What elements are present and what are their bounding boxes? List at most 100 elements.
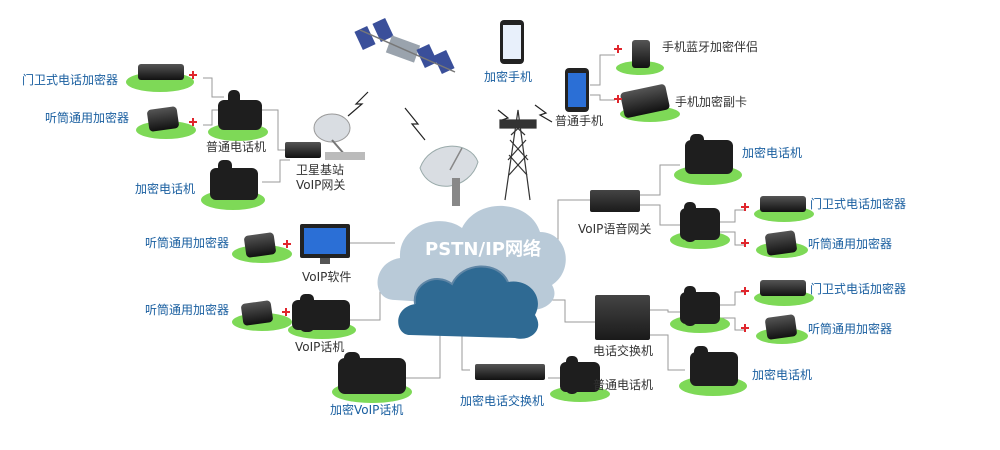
cloud-front (398, 266, 539, 339)
label-handset-encryptor-voip: 听筒通用加密器 (145, 303, 230, 317)
ordinary-phone-bottom-icon (560, 356, 600, 394)
wireless-lightning-icon (347, 91, 553, 141)
handset-encryptor-tl (147, 106, 179, 132)
plus-bt (614, 45, 622, 53)
satellite-panel-left-b (372, 17, 394, 43)
station-dish-base (325, 152, 365, 160)
plus-door-r2 (741, 287, 749, 295)
voip-phone-icon (292, 294, 350, 332)
voip-software-stand (320, 258, 330, 264)
sim-card-device (620, 84, 670, 118)
label-encrypted-pbx: 加密电话交换机 (460, 394, 545, 408)
cloud-icon (377, 205, 566, 339)
handset-encryptor-voip (241, 300, 273, 326)
handset-encryptor-r1 (765, 230, 797, 256)
dish-arm (449, 147, 463, 171)
dish-bowl (419, 145, 479, 187)
label-handset-encryptor-tl: 听筒通用加密器 (45, 111, 130, 125)
link-cloud-to-pbx (548, 299, 595, 323)
station-dish-icon (313, 113, 365, 160)
ordinary-phone-r1-icon (680, 202, 720, 242)
label-ordinary-phone-bottom: 普通电话机 (593, 378, 654, 392)
satellite-dish-icon (419, 145, 479, 206)
bt-companion-device (632, 40, 650, 68)
label-encrypted-phone-r1: 加密电话机 (742, 146, 803, 160)
link-door-encryptor-tl (203, 77, 224, 98)
link-pbx-to-encphone-r2 (650, 334, 685, 371)
telephones (210, 90, 738, 394)
station-dish-bowl (313, 113, 351, 143)
ordinary-mobile-screen (568, 73, 586, 107)
connection-lines (203, 54, 745, 379)
label-door-encryptor-r1: 门卫式电话加密器 (810, 197, 907, 211)
encrypted-phone-tl-icon (210, 160, 258, 200)
plus-sim (614, 95, 622, 103)
link-mobile-to-bt (590, 54, 615, 86)
plus-door-r1 (741, 203, 749, 211)
label-encrypted-voip-phone: 加密VoIP话机 (330, 403, 404, 417)
label-voip-gateway-r: VoIP语音网关 (578, 222, 652, 236)
link-voipgw-to-phone (640, 204, 680, 226)
handset-encryptor-sw (244, 232, 276, 258)
encrypted-pbx-box (475, 364, 545, 380)
door-encryptor-tl (138, 64, 184, 80)
plus-handset-r1 (741, 239, 749, 247)
label-voip-software: VoIP软件 (302, 270, 352, 284)
plus-door-tl (189, 71, 197, 79)
satellite-icon (354, 17, 456, 75)
label-ordinary-mobile: 普通手机 (555, 114, 604, 128)
link-door-r1 (718, 209, 745, 223)
label-bt-companion: 手机蓝牙加密伴侣 (662, 40, 759, 54)
label-voip-phone: VoIP话机 (295, 340, 345, 354)
plus-handset-voip (282, 308, 290, 316)
devices (138, 20, 806, 380)
ordinary-phone-r2-icon (680, 286, 720, 326)
label-door-encryptor-r2: 门卫式电话加密器 (810, 282, 907, 296)
plus-handset-sw (283, 240, 291, 248)
link-encpbx-to-cloud (461, 335, 470, 371)
door-encryptor-r1 (760, 196, 806, 212)
cloud-label: PSTN/IP网络 (425, 239, 541, 260)
label-encrypted-phone-r2: 加密电话机 (752, 368, 813, 382)
encrypted-mobile-screen (503, 25, 521, 59)
plus-handset-tl (189, 118, 197, 126)
lightning-satellite-to-station (347, 91, 369, 117)
satellite-panel-left-a (354, 25, 376, 51)
ordinary-phone-tl-icon (218, 90, 262, 130)
label-handset-encryptor-r1: 听筒通用加密器 (808, 237, 893, 251)
label-encrypted-phone-tl: 加密电话机 (135, 182, 196, 196)
encrypted-phone-r1-icon (685, 134, 733, 174)
link-encphone-tl-to-sat (262, 159, 290, 183)
dish-post (452, 178, 460, 206)
label-ordinary-phone-tl: 普通电话机 (206, 140, 267, 154)
cell-tower-icon (499, 109, 537, 201)
voip-gateway-r-box (590, 190, 640, 212)
pbx-rack (595, 295, 650, 340)
link-handset-r1 (718, 231, 745, 246)
tower-frame (504, 109, 531, 201)
label-sim-card: 手机加密副卡 (675, 95, 748, 109)
label-handset-encryptor-r2: 听筒通用加密器 (808, 322, 893, 336)
label-door-encryptor-tl: 门卫式电话加密器 (22, 73, 119, 87)
link-door-r2 (718, 291, 745, 306)
link-voipgw-to-encphone (640, 164, 680, 196)
plus-icon (189, 45, 749, 332)
label-encrypted-mobile: 加密手机 (484, 70, 533, 84)
link-mobile-to-sim (590, 94, 615, 101)
lightning-satellite-to-dish (404, 107, 426, 141)
link-handset-r2 (718, 317, 745, 331)
handset-encryptor-r2 (765, 314, 797, 340)
label-pbx: 电话交换机 (593, 344, 654, 358)
link-phone-tl-to-sat (262, 109, 290, 151)
label-sat-station-line2: VoIP网关 (296, 178, 346, 192)
plus-handset-r2 (741, 324, 749, 332)
satellite-boom (359, 29, 456, 73)
cloud-front-highlight (413, 265, 509, 305)
voip-software-screen (304, 228, 346, 254)
door-encryptor-r2 (760, 280, 806, 296)
label-handset-encryptor-sw: 听筒通用加密器 (145, 236, 230, 250)
link-pbx-to-phone-r2 (650, 309, 680, 313)
encrypted-phone-r2-icon (690, 346, 738, 386)
